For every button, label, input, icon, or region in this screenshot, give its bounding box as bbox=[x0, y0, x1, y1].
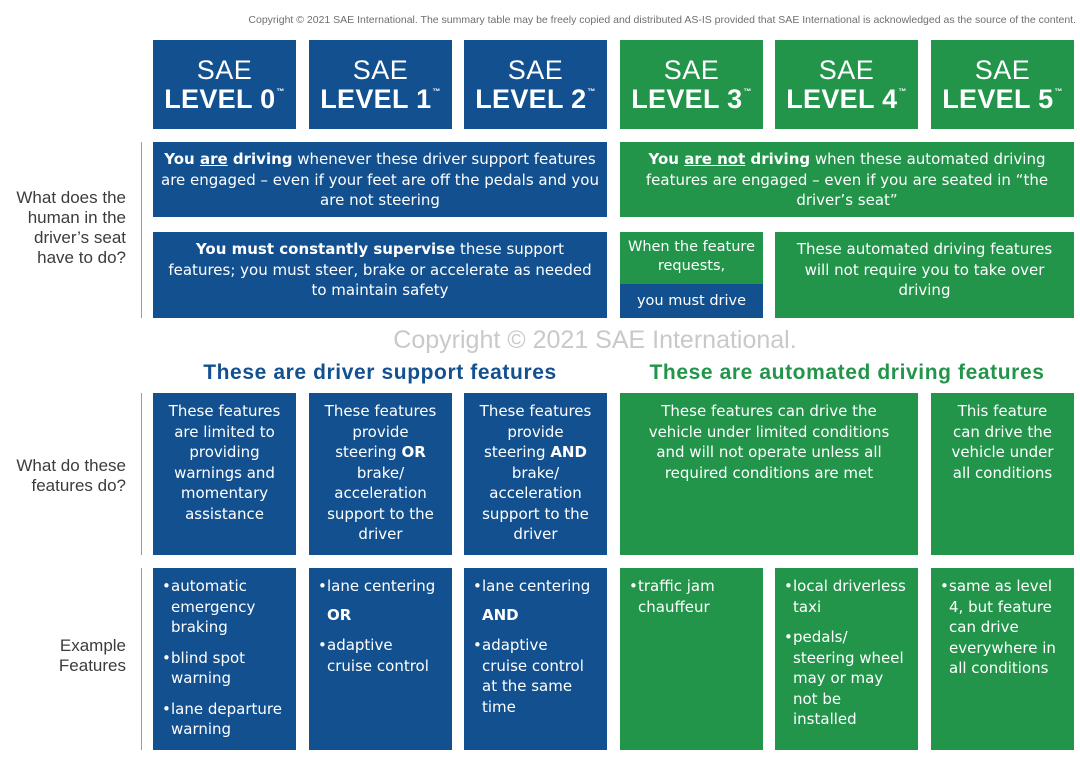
list-item: lane centering bbox=[318, 576, 442, 597]
level-2-title: LEVEL 2™ bbox=[475, 83, 596, 114]
level-1-examples: lane centering OR adaptive cruise contro… bbox=[309, 568, 452, 750]
level-1-features: These features provide steering OR brake… bbox=[309, 393, 452, 555]
connector-and: AND bbox=[482, 605, 519, 624]
row-divider bbox=[141, 142, 142, 318]
level-0-sae: SAE bbox=[196, 54, 253, 85]
level-4-examples: local driverless taxi pedals/ steering w… bbox=[775, 568, 918, 750]
level-5-title: LEVEL 5™ bbox=[942, 83, 1063, 114]
row-label-feature-function: What do these features do? bbox=[16, 456, 126, 495]
level-0-examples: automatic emergency braking blind spot w… bbox=[153, 568, 296, 750]
list-item: same as level 4, but feature can drive e… bbox=[940, 576, 1064, 679]
level-2-examples: lane centering AND adaptive cruise contr… bbox=[464, 568, 607, 750]
level-5-examples: same as level 4, but feature can drive e… bbox=[931, 568, 1074, 750]
level-4-sae: SAE bbox=[818, 54, 875, 85]
copyright-watermark: Copyright © 2021 SAE International. bbox=[393, 326, 797, 354]
level-3-header: SAE LEVEL 3™ bbox=[620, 40, 763, 129]
level-1-sae: SAE bbox=[352, 54, 409, 85]
level-5-header: SAE LEVEL 5™ bbox=[931, 40, 1074, 129]
level-3-request-box: When the feature requests, you must driv… bbox=[620, 232, 763, 318]
row-label-driver-role: What does the human in the driver’s seat… bbox=[16, 188, 126, 267]
row-divider bbox=[141, 568, 142, 750]
level-2-header: SAE LEVEL 2™ bbox=[464, 40, 607, 129]
level-1-title: LEVEL 1™ bbox=[320, 83, 441, 114]
row-divider bbox=[141, 393, 142, 555]
list-item: local driverless taxi bbox=[784, 576, 908, 617]
level-4-title: LEVEL 4™ bbox=[786, 83, 907, 114]
no-takeover-box: These automated driving features will no… bbox=[775, 232, 1074, 318]
level-1-header: SAE LEVEL 1™ bbox=[309, 40, 452, 129]
level-0-title: LEVEL 0™ bbox=[164, 83, 285, 114]
row-label-example-features: Example Features bbox=[58, 636, 126, 675]
level-5-features: This feature can drive the vehicle under… bbox=[931, 393, 1074, 555]
level-2-sae: SAE bbox=[507, 54, 564, 85]
level-5-sae: SAE bbox=[974, 54, 1031, 85]
list-item: adaptive cruise control at the same time bbox=[473, 635, 597, 717]
list-item: blind spot warning bbox=[162, 648, 286, 689]
level-3-examples: traffic jam chauffeur bbox=[620, 568, 763, 750]
automated-driving-heading: These are automated driving features bbox=[649, 361, 1045, 384]
feature-requests-text: When the feature requests, bbox=[627, 239, 755, 274]
level-3-title: LEVEL 3™ bbox=[631, 83, 752, 114]
level-2-features: These features provide steering AND brak… bbox=[464, 393, 607, 555]
list-item: adaptive cruise control bbox=[318, 635, 442, 676]
level-3-4-features: These features can drive the vehicle und… bbox=[620, 393, 918, 555]
list-item: lane centering bbox=[473, 576, 597, 597]
list-item: lane departure warning bbox=[162, 699, 286, 740]
level-3-sae: SAE bbox=[663, 54, 720, 85]
list-item: automatic emergency braking bbox=[162, 576, 286, 638]
level-0-header: SAE LEVEL 0™ bbox=[153, 40, 296, 129]
connector-or: OR bbox=[327, 605, 352, 624]
copyright-notice: Copyright © 2021 SAE International. The … bbox=[248, 14, 1076, 26]
you-are-driving-box: You are driving whenever these driver su… bbox=[153, 142, 607, 217]
list-item: pedals/ steering wheel may or may not be… bbox=[784, 627, 908, 730]
you-are-not-driving-box: You are not driving when these automated… bbox=[620, 142, 1074, 217]
you-must-drive-label: you must drive bbox=[620, 284, 763, 318]
level-0-features: These features are limited to providing … bbox=[153, 393, 296, 555]
level-4-header: SAE LEVEL 4™ bbox=[775, 40, 918, 129]
constantly-supervise-box: You must constantly supervise these supp… bbox=[153, 232, 607, 318]
driver-support-heading: These are driver support features bbox=[203, 361, 557, 384]
list-item: traffic jam chauffeur bbox=[629, 576, 753, 617]
